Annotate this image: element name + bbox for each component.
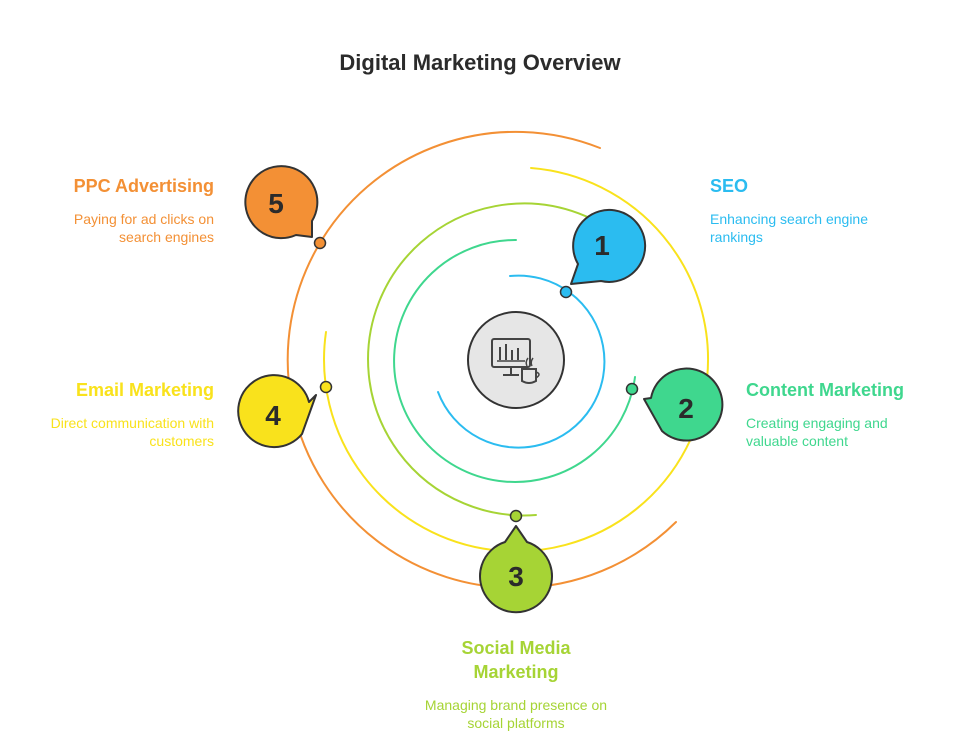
arc-social [367, 202, 640, 517]
bubble-seo: 1 [570, 208, 647, 285]
step-description-seo: Enhancing search engine rankings [710, 211, 869, 245]
dot-seo [559, 285, 573, 299]
step-label-content: Content Marketing [746, 380, 905, 400]
step-number-5: 5 [268, 188, 284, 219]
bubble-social: 3 [479, 525, 553, 614]
step-label-seo: SEO [710, 176, 749, 196]
step-number-3: 3 [508, 561, 524, 592]
dot-content [625, 382, 639, 396]
step-label-social: Social Media Marketing [461, 638, 571, 682]
step-description-content: Creating engaging and valuable content [746, 415, 888, 449]
bubble-email: 4 [237, 374, 317, 449]
step-description-ppc: Paying for ad clicks on search engines [73, 211, 214, 245]
step-label-email: Email Marketing [75, 380, 214, 400]
monitor-chart-coffee-icon [467, 311, 565, 409]
step-description-social: Managing brand presence on social platfo… [424, 697, 608, 731]
arc-email [323, 167, 710, 553]
dot-email [319, 380, 333, 394]
dot-ppc [313, 236, 327, 250]
bubble-content: 2 [643, 367, 724, 442]
step-number-1: 1 [594, 230, 610, 261]
bubble-ppc: 5 [244, 165, 319, 240]
arc-content [393, 238, 636, 483]
step-description-email: Direct communication with customers [50, 415, 214, 449]
page-title: Digital Marketing Overview [339, 50, 621, 75]
dot-social [509, 509, 523, 523]
step-label-ppc: PPC Advertising [73, 176, 214, 196]
step-number-4: 4 [265, 400, 281, 431]
step-number-2: 2 [678, 393, 694, 424]
